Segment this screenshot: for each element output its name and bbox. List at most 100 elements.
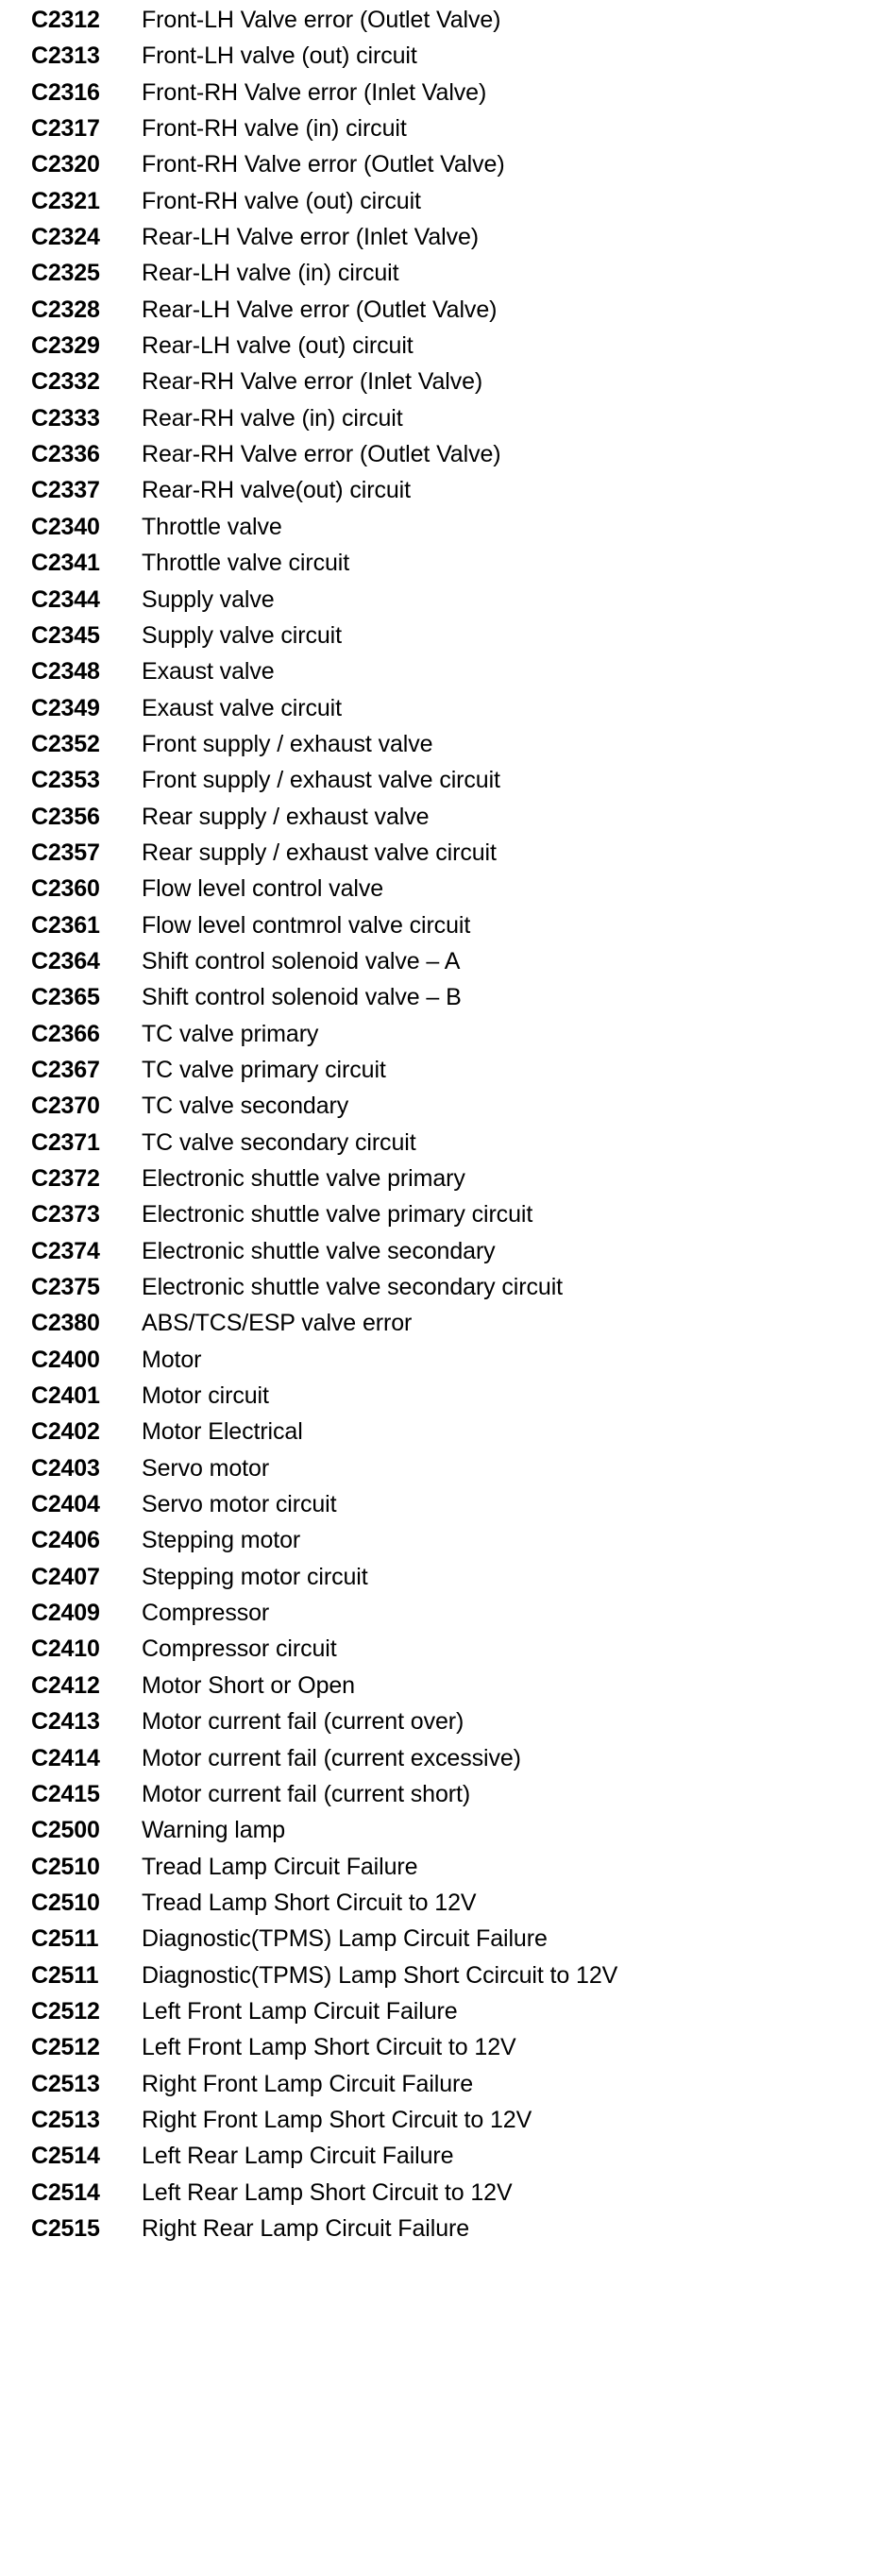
dtc-code: C2512 bbox=[31, 1997, 100, 2025]
dtc-code: C2413 bbox=[31, 1708, 100, 1736]
dtc-code: C2348 bbox=[31, 658, 100, 686]
dtc-code: C2349 bbox=[31, 694, 100, 721]
dtc-code: C2329 bbox=[31, 332, 100, 360]
dtc-description: Rear-LH Valve error (Inlet Valve) bbox=[142, 224, 480, 251]
dtc-row: C2321 Front-RH valve (out) circuit bbox=[0, 183, 895, 219]
dtc-code: C2403 bbox=[31, 1454, 100, 1482]
dtc-code: C2324 bbox=[31, 224, 100, 251]
dtc-code: C2372 bbox=[31, 1165, 100, 1192]
dtc-code: C2407 bbox=[31, 1563, 100, 1590]
dtc-code: C2415 bbox=[31, 1780, 100, 1807]
dtc-description: Left Front Lamp Short Circuit to 12V bbox=[142, 2034, 516, 2061]
dtc-code: C2512 bbox=[31, 2034, 100, 2061]
dtc-code: C2514 bbox=[31, 2178, 100, 2206]
dtc-code: C2366 bbox=[31, 1020, 100, 1047]
dtc-code: C2402 bbox=[31, 1418, 100, 1446]
dtc-code: C2332 bbox=[31, 368, 100, 396]
dtc-row: C2514 Left Rear Lamp Short Circuit to 12V bbox=[0, 2175, 895, 2211]
dtc-description: Front-RH Valve error (Outlet Valve) bbox=[142, 151, 505, 178]
dtc-code: C2515 bbox=[31, 2214, 100, 2242]
dtc-description: Front supply / exhaust valve circuit bbox=[142, 767, 500, 794]
dtc-description: Motor Short or Open bbox=[142, 1671, 355, 1699]
dtc-description: ABS/TCS/ESP valve error bbox=[142, 1310, 413, 1337]
dtc-description: Flow level control valve bbox=[142, 875, 384, 903]
dtc-description: Exaust valve bbox=[142, 658, 275, 686]
dtc-description: Rear-RH valve(out) circuit bbox=[142, 477, 411, 504]
dtc-code: C2410 bbox=[31, 1635, 100, 1663]
dtc-code: C2337 bbox=[31, 477, 100, 504]
dtc-description: Rear-LH valve (out) circuit bbox=[142, 332, 414, 360]
dtc-row: C2320 Front-RH Valve error (Outlet Valve) bbox=[0, 146, 895, 182]
dtc-code: C2317 bbox=[31, 115, 100, 143]
dtc-code: C2321 bbox=[31, 187, 100, 214]
dtc-code: C2341 bbox=[31, 550, 100, 577]
dtc-description: Left Front Lamp Circuit Failure bbox=[142, 1997, 458, 2025]
dtc-code: C2316 bbox=[31, 78, 100, 106]
dtc-code: C2375 bbox=[31, 1274, 100, 1301]
dtc-code: C2510 bbox=[31, 1853, 100, 1880]
dtc-description: Stepping motor bbox=[142, 1527, 301, 1554]
dtc-code: C2336 bbox=[31, 441, 100, 468]
dtc-description: Compressor bbox=[142, 1600, 270, 1627]
dtc-description: Rear-RH valve (in) circuit bbox=[142, 404, 403, 432]
dtc-code: C2345 bbox=[31, 621, 100, 649]
dtc-row: C2414 Motor current fail (current excessi… bbox=[0, 1740, 895, 1776]
dtc-description: Shift control solenoid valve – B bbox=[142, 984, 462, 1011]
dtc-code: C2353 bbox=[31, 767, 100, 794]
dtc-description: Left Rear Lamp Circuit Failure bbox=[142, 2143, 454, 2170]
dtc-description: Motor Electrical bbox=[142, 1418, 303, 1446]
dtc-row: C2329 Rear-LH valve (out) circuit bbox=[0, 328, 895, 364]
dtc-row: C2349 Exaust valve circuit bbox=[0, 690, 895, 726]
dtc-code: C2380 bbox=[31, 1310, 100, 1337]
dtc-description: Diagnostic(TPMS) Lamp Short Ccircuit to … bbox=[142, 1961, 618, 1989]
dtc-description: Servo motor bbox=[142, 1454, 270, 1482]
dtc-description: Rear supply / exhaust valve circuit bbox=[142, 839, 497, 866]
dtc-code: C2511 bbox=[31, 1961, 99, 1989]
dtc-code: C2352 bbox=[31, 730, 100, 757]
dtc-description: Motor current fail (current excessive) bbox=[142, 1744, 521, 1771]
dtc-description: Left Rear Lamp Short Circuit to 12V bbox=[142, 2178, 513, 2206]
dtc-description: Warning lamp bbox=[142, 1817, 286, 1844]
dtc-description: Front-LH Valve error (Outlet Valve) bbox=[142, 7, 501, 33]
dtc-code: C2340 bbox=[31, 513, 100, 540]
dtc-description: Front-RH valve (in) circuit bbox=[142, 115, 407, 143]
dtc-code: C2357 bbox=[31, 839, 100, 866]
dtc-row: C2353 Front supply / exhaust valve circui… bbox=[0, 762, 895, 798]
dtc-description: Exaust valve circuit bbox=[142, 694, 342, 721]
dtc-code: C2373 bbox=[31, 1201, 100, 1229]
dtc-code: C2320 bbox=[31, 151, 100, 178]
dtc-description: Front-RH valve (out) circuit bbox=[142, 187, 421, 214]
dtc-description: Front supply / exhaust valve bbox=[142, 730, 433, 757]
dtc-code: C2414 bbox=[31, 1744, 100, 1771]
dtc-row: C2317 Front-RH valve (in) circuit bbox=[0, 110, 895, 146]
dtc-description: Front-LH valve (out) circuit bbox=[142, 42, 417, 70]
dtc-description: Rear-RH Valve error (Inlet Valve) bbox=[142, 368, 483, 396]
dtc-row: C2511 Diagnostic(TPMS) Lamp Short Ccircui… bbox=[0, 1957, 895, 1993]
dtc-description: TC valve secondary circuit bbox=[142, 1128, 416, 1156]
